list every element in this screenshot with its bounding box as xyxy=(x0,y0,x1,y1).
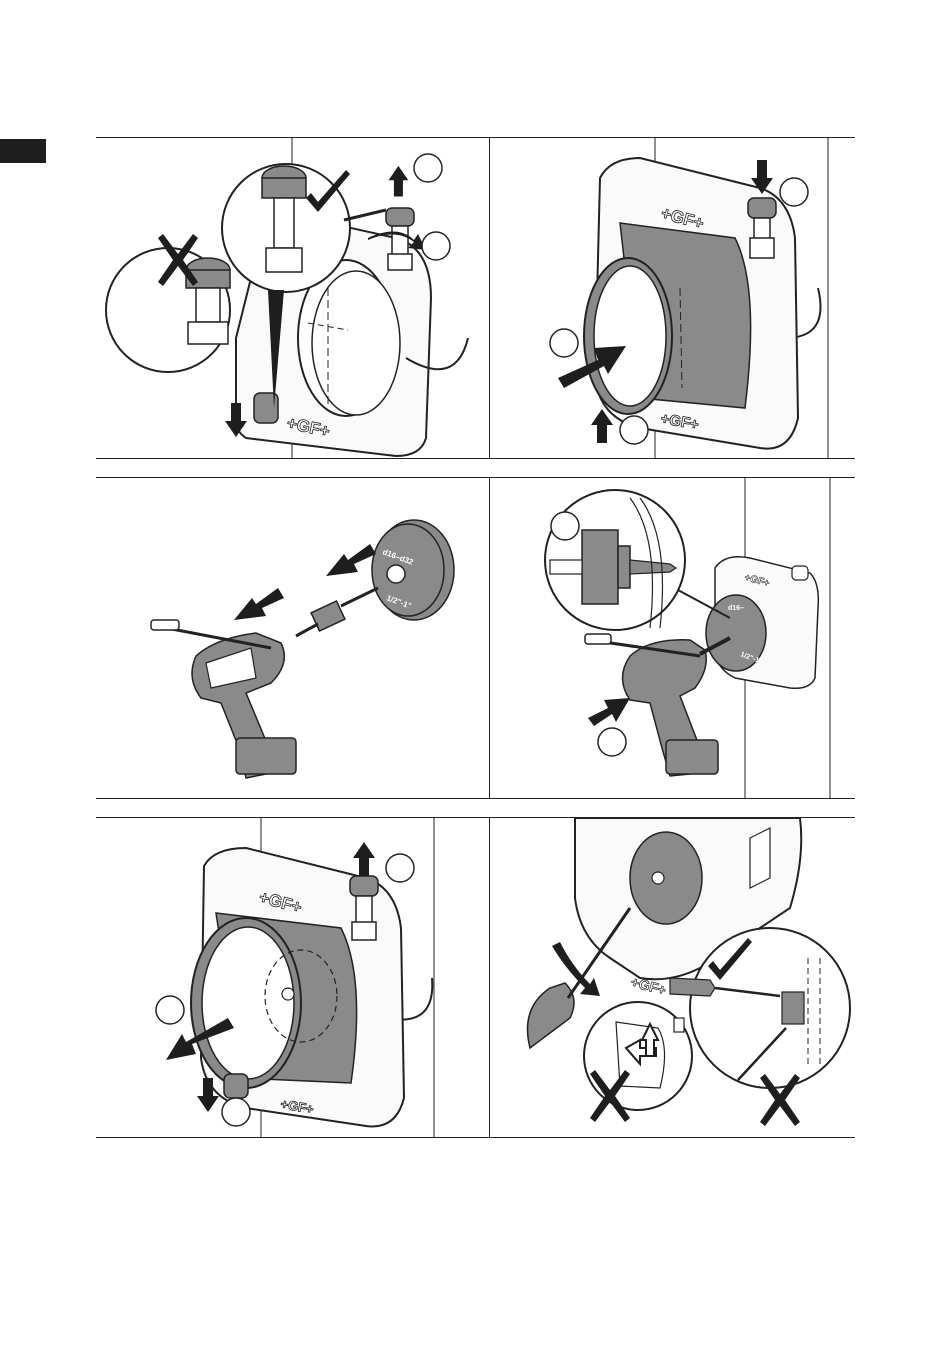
arrow-up-icon xyxy=(591,409,613,443)
step-marker xyxy=(156,996,184,1024)
step-marker xyxy=(222,1098,250,1126)
callout-line xyxy=(344,210,386,220)
arrow-left-icon xyxy=(326,544,376,576)
arrow-up-icon xyxy=(353,842,375,876)
cordless-drill xyxy=(151,620,296,778)
hole-cutter: d16– 1/2"-1" xyxy=(706,595,766,671)
language-tab xyxy=(0,139,46,163)
divider-row2-bottom xyxy=(96,798,855,799)
step-4-panel: +GF+ d16– 1/2"-1" xyxy=(490,478,855,798)
step-1-panel: +GF+ xyxy=(96,138,489,458)
cutter-size-label: d16– xyxy=(728,605,744,612)
hole-cutter: d16–d32 1/2"-1" xyxy=(372,520,454,620)
step-marker xyxy=(386,854,414,882)
divider-row1-bottom xyxy=(96,458,855,459)
step-marker xyxy=(551,512,579,540)
arrow-up-icon xyxy=(389,166,409,197)
pipe xyxy=(191,913,357,1088)
step-marker xyxy=(598,728,626,756)
arrow-left-icon xyxy=(234,588,284,620)
step-marker xyxy=(620,416,648,444)
step-marker xyxy=(780,178,808,206)
step-2-panel: +GF+ +GF+ xyxy=(490,138,855,458)
plunger-bottom xyxy=(224,1074,248,1098)
drill-bit-adapter xyxy=(296,588,378,636)
step-3-panel: d16–d32 1/2"-1" xyxy=(96,478,489,798)
divider-row3-bottom xyxy=(96,1137,855,1138)
push-arrow-icon xyxy=(588,698,630,726)
step-marker xyxy=(414,154,442,182)
step-marker xyxy=(550,329,578,357)
step-marker xyxy=(422,232,450,260)
zoom-circle-correct xyxy=(690,928,850,1088)
step-5-panel: +GF+ +GF+ xyxy=(96,818,489,1137)
step-6-panel: +GF+ xyxy=(490,818,855,1137)
